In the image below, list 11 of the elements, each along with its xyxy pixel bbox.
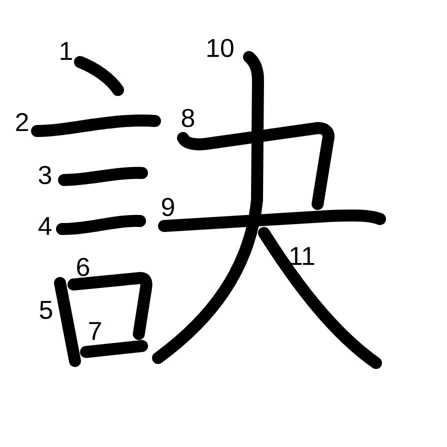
stroke-number: 7 xyxy=(89,322,101,340)
stroke-number: 8 xyxy=(182,108,194,128)
stroke-number: 5 xyxy=(40,300,52,320)
stroke-number: 4 xyxy=(38,217,52,235)
stroke-number: 9 xyxy=(162,198,174,216)
stroke-number: 10 xyxy=(208,38,234,58)
stroke-number: 6 xyxy=(77,258,90,276)
stroke-number: 11 xyxy=(290,247,314,265)
stroke-number: 2 xyxy=(16,112,28,132)
stroke-number: 3 xyxy=(38,166,52,184)
stroke-number: 1 xyxy=(60,42,72,60)
